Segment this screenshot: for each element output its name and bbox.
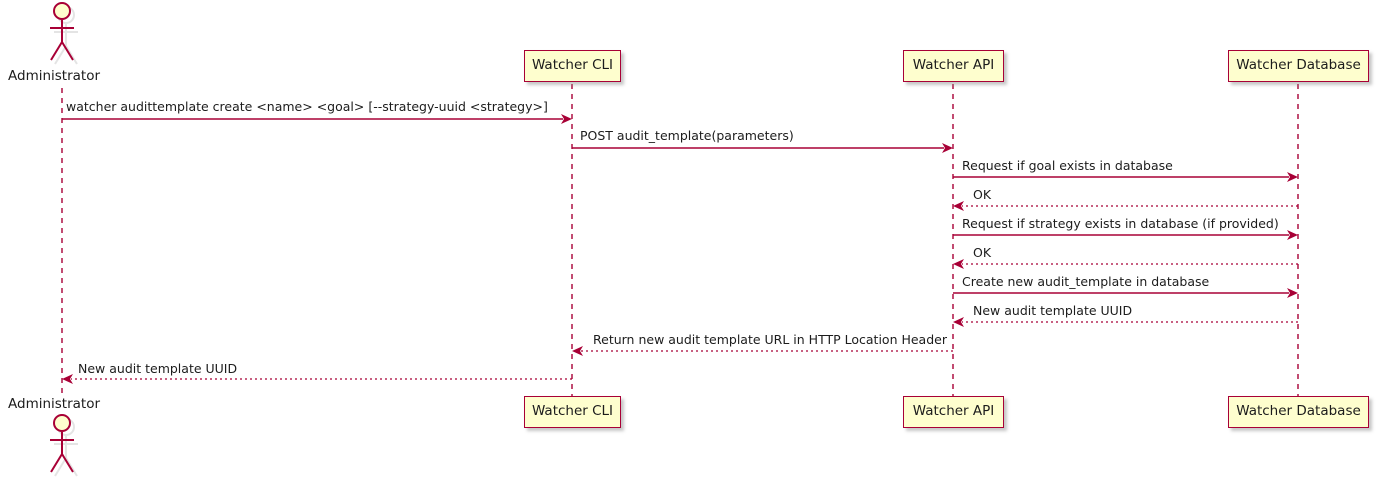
message-arrowhead-6 <box>953 259 964 269</box>
message-label-6: OK <box>973 245 992 260</box>
shadow-leg-l <box>54 45 67 65</box>
message-arrowhead-3 <box>1287 172 1298 182</box>
shadow-leg-r <box>65 45 78 65</box>
message-arrow-7 <box>953 288 1298 298</box>
participant-label-watcher-api: Watcher API <box>912 403 995 420</box>
message-arrow-4 <box>953 201 1298 211</box>
message-arrowhead-9 <box>572 346 583 356</box>
message-arrowhead-10 <box>62 374 73 384</box>
actor-label-administrator-bottom[interactable]: Administrator <box>8 396 101 412</box>
message-arrowhead-1 <box>561 114 572 124</box>
participant-box-watcher-database-top[interactable]: Watcher Database <box>1228 50 1369 82</box>
message-label-1: watcher audittemplate create <name> <goa… <box>66 99 548 114</box>
message-arrowhead-7 <box>1287 288 1298 298</box>
message-arrow-10 <box>62 374 572 384</box>
participant-box-watcher-cli-top[interactable]: Watcher CLI <box>524 50 621 82</box>
message-arrow-1 <box>62 114 572 124</box>
message-arrowhead-8 <box>953 317 964 327</box>
participant-label-watcher-database: Watcher Database <box>1236 403 1361 420</box>
participant-box-watcher-cli-bottom[interactable]: Watcher CLI <box>524 396 621 428</box>
actor-head <box>53 414 71 432</box>
message-label-9: Return new audit template URL in HTTP Lo… <box>593 332 947 347</box>
actor-figure-administrator-top <box>50 2 78 65</box>
actor-label-administrator-top[interactable]: Administrator <box>8 68 101 84</box>
participant-label-watcher-cli: Watcher CLI <box>531 57 614 74</box>
actor-leg-right <box>61 41 74 61</box>
message-arrowhead-5 <box>1287 230 1298 240</box>
message-arrow-9 <box>572 346 953 356</box>
message-arrow-5 <box>953 230 1298 240</box>
shadow-leg-l <box>54 457 67 477</box>
message-label-4: OK <box>973 187 992 202</box>
message-label-3: Request if goal exists in database <box>962 158 1173 173</box>
message-arrow-6 <box>953 259 1298 269</box>
message-label-2: POST audit_template(parameters) <box>580 128 794 143</box>
shadow-leg-r <box>65 457 78 477</box>
participant-box-watcher-api-bottom[interactable]: Watcher API <box>903 396 1004 428</box>
participant-label-watcher-api: Watcher API <box>912 57 995 74</box>
message-arrow-8 <box>953 317 1298 327</box>
actor-leg-left <box>50 41 63 61</box>
message-arrowhead-4 <box>953 201 964 211</box>
message-label-10: New audit template UUID <box>78 361 238 376</box>
participant-box-watcher-database-bottom[interactable]: Watcher Database <box>1228 396 1369 428</box>
message-arrow-3 <box>953 172 1298 182</box>
participant-box-watcher-api-top[interactable]: Watcher API <box>903 50 1004 82</box>
message-label-7: Create new audit_template in database <box>962 274 1210 289</box>
participant-label-watcher-database: Watcher Database <box>1236 57 1361 74</box>
actor-head <box>53 2 71 20</box>
participant-label-watcher-cli: Watcher CLI <box>531 403 614 420</box>
actor-figure-administrator-bottom <box>50 414 78 477</box>
message-label-8: New audit template UUID <box>973 303 1133 318</box>
actor-leg-left <box>50 453 63 473</box>
message-arrowhead-2 <box>942 143 953 153</box>
message-arrow-2 <box>572 143 953 153</box>
message-label-5: Request if strategy exists in database (… <box>962 216 1279 231</box>
actor-leg-right <box>61 453 74 473</box>
